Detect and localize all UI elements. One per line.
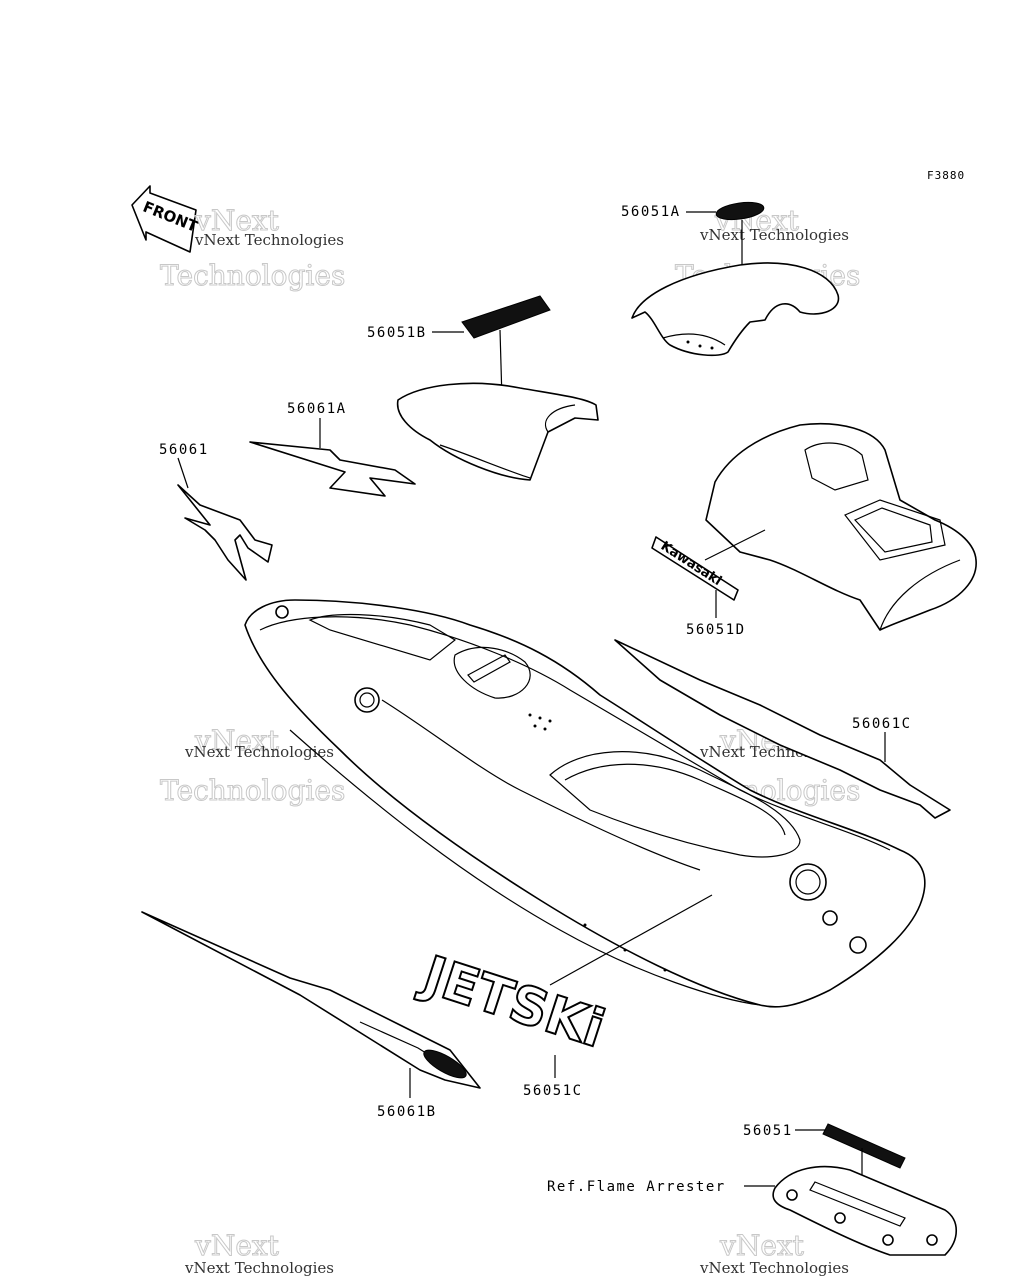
part-label-56051D: 56051D bbox=[686, 622, 746, 638]
part-56051A[interactable]: 56051A bbox=[621, 200, 765, 272]
part-56061[interactable]: 56061 bbox=[159, 442, 273, 581]
svg-text:vNext Technologies: vNext Technologies bbox=[699, 1259, 849, 1277]
decal-kawasaki: Kawasaki bbox=[658, 539, 724, 589]
part-label-56051C: 56051C bbox=[523, 1083, 583, 1099]
svg-text:vNext Technologies: vNext Technologies bbox=[184, 1259, 334, 1277]
part-56051[interactable]: 56051 bbox=[743, 1123, 906, 1176]
front-arrow-icon: FRONT bbox=[131, 185, 201, 253]
figure-code: F3880 bbox=[927, 169, 965, 182]
watermark-bottom-right: vNext vNext Technologies bbox=[699, 1229, 849, 1278]
decal-jetski: JETSKi bbox=[413, 944, 611, 1059]
svg-text:vNext Technologies: vNext Technologies bbox=[184, 743, 334, 761]
watermark-mid-left: vNext vNext Technologies Technologies bbox=[160, 724, 346, 808]
svg-text:vNext Technologies: vNext Technologies bbox=[699, 226, 849, 244]
svg-text:Technologies: Technologies bbox=[160, 259, 345, 292]
part-56061B[interactable]: 56061B bbox=[141, 911, 481, 1120]
svg-text:Technologies: Technologies bbox=[160, 774, 345, 807]
svg-text:vNext: vNext bbox=[194, 204, 280, 237]
part-label-56061: 56061 bbox=[159, 442, 209, 458]
svg-text:vNext: vNext bbox=[194, 1229, 280, 1262]
part-label-56061A: 56061A bbox=[287, 401, 347, 417]
hood-part bbox=[396, 382, 599, 481]
svg-text:vNext Technologies: vNext Technologies bbox=[194, 231, 344, 249]
part-56061C[interactable]: 56061C bbox=[614, 639, 951, 819]
part-label-56051B: 56051B bbox=[367, 325, 427, 341]
front-cover-part bbox=[631, 262, 840, 357]
part-56061A[interactable]: 56061A bbox=[249, 401, 416, 497]
hull-part bbox=[244, 599, 926, 1008]
part-56051B[interactable]: 56051B bbox=[367, 295, 551, 401]
ref-flame-arrester-label: Ref.Flame Arrester bbox=[547, 1179, 726, 1195]
svg-text:vNext: vNext bbox=[719, 1229, 805, 1262]
watermark-bottom-left: vNext vNext Technologies bbox=[184, 1229, 334, 1278]
part-label-56061C: 56061C bbox=[852, 716, 912, 732]
part-label-56061B: 56061B bbox=[377, 1104, 437, 1120]
part-label-56051A: 56051A bbox=[621, 204, 681, 220]
watermark-top-left: vNext vNext Technologies Technologies bbox=[160, 204, 346, 293]
flame-arrester-ref: Ref.Flame Arrester bbox=[547, 1165, 958, 1256]
seat-body-part bbox=[705, 422, 977, 631]
part-label-56051: 56051 bbox=[743, 1123, 793, 1139]
svg-text:vNext: vNext bbox=[194, 724, 280, 757]
